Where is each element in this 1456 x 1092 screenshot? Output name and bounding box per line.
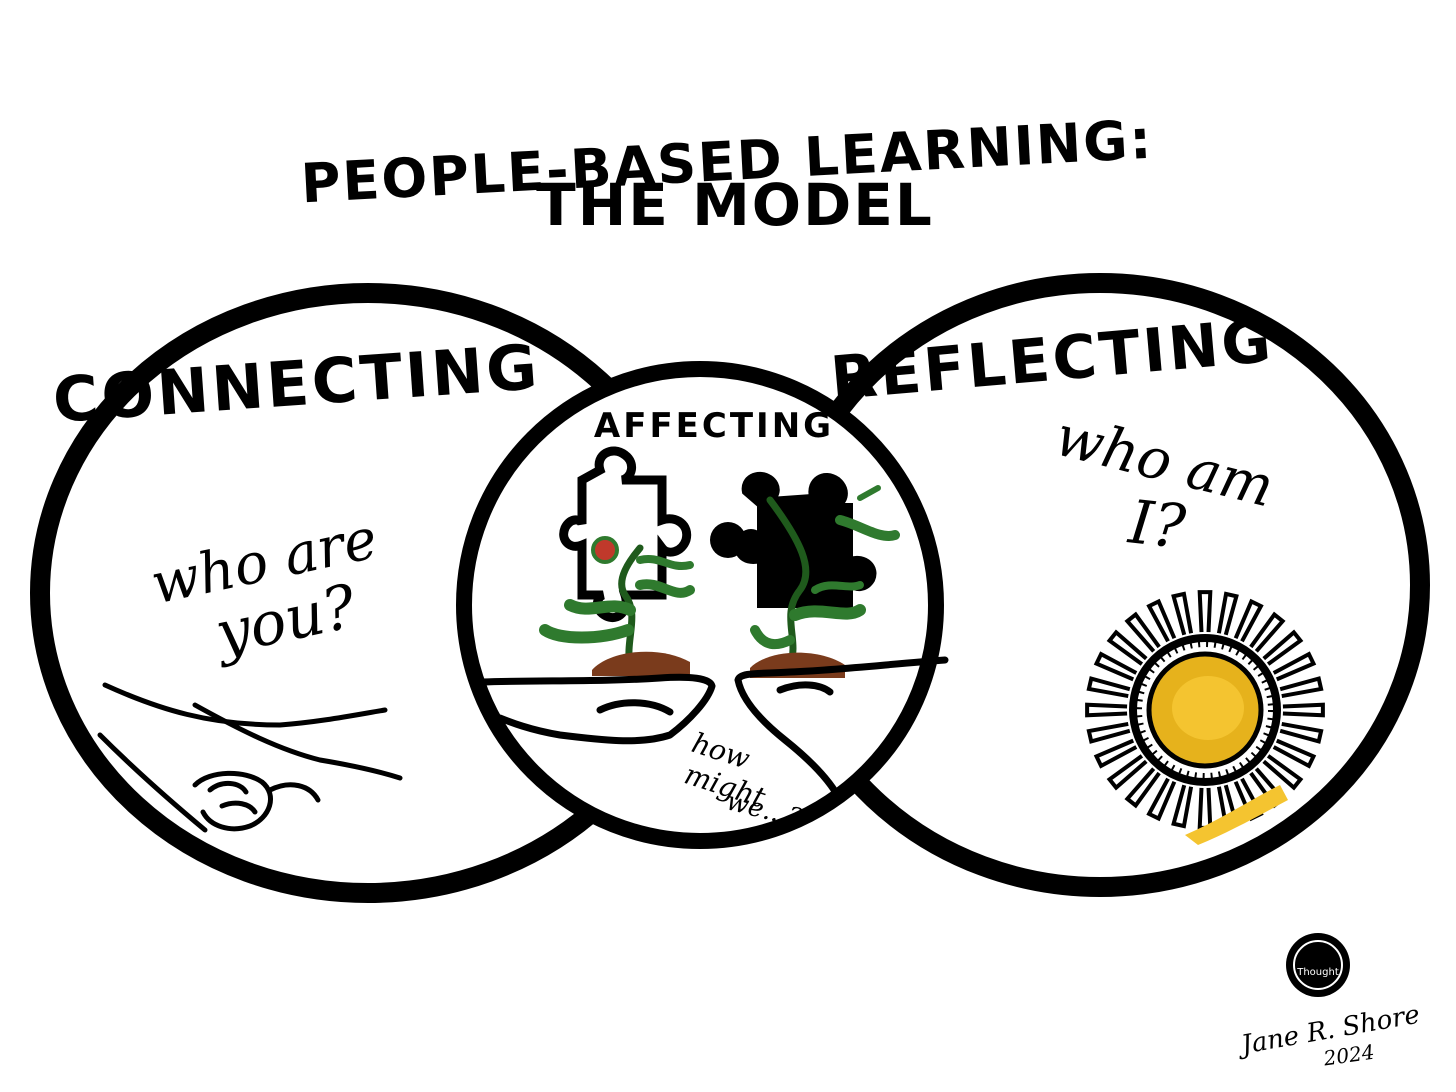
thought-logo-icon: Thought <box>1286 933 1350 997</box>
plant-left-icon <box>539 536 695 669</box>
sun-ray <box>1233 598 1264 643</box>
sun-ray <box>1146 598 1177 643</box>
sun-ray <box>1093 651 1138 682</box>
reflecting-heading: REFLECTING <box>828 306 1277 414</box>
sun-ray <box>1279 721 1324 744</box>
sun-ray <box>1086 676 1131 699</box>
cupped-hands-icon <box>478 656 949 804</box>
sun-ray <box>1197 787 1213 830</box>
sun-ray <box>1124 611 1161 653</box>
logo-text: Thought <box>1296 967 1339 978</box>
sun-ray <box>1146 777 1177 822</box>
sun-ray <box>1279 676 1324 699</box>
left-hand-icon <box>97 682 403 833</box>
sun-ray <box>1272 651 1317 682</box>
sun-ray <box>1216 591 1239 636</box>
sun-ray <box>1249 611 1286 653</box>
sun-ray <box>1086 721 1131 744</box>
sun-ray <box>1106 754 1148 791</box>
sun-ray <box>1093 738 1138 769</box>
sun-ray <box>1106 629 1148 666</box>
sun-ray <box>1124 767 1161 809</box>
sun-ray <box>1085 702 1128 718</box>
sun-ray <box>1272 738 1317 769</box>
connecting-heading: CONNECTING <box>51 330 543 437</box>
sun-ray <box>1197 590 1213 633</box>
sun-icon <box>1085 590 1325 845</box>
sun-ray <box>1171 591 1194 636</box>
reflecting-question-line-2: I? <box>1125 487 1190 563</box>
sun-ray <box>1262 754 1304 791</box>
sun-ray <box>1262 629 1304 666</box>
affecting-heading: AFFECTING <box>594 406 834 446</box>
plant-right-icon <box>750 485 900 669</box>
title-line-2: THE MODEL <box>536 171 934 239</box>
sun-ray <box>1282 702 1325 718</box>
sun-ray <box>1171 784 1194 829</box>
